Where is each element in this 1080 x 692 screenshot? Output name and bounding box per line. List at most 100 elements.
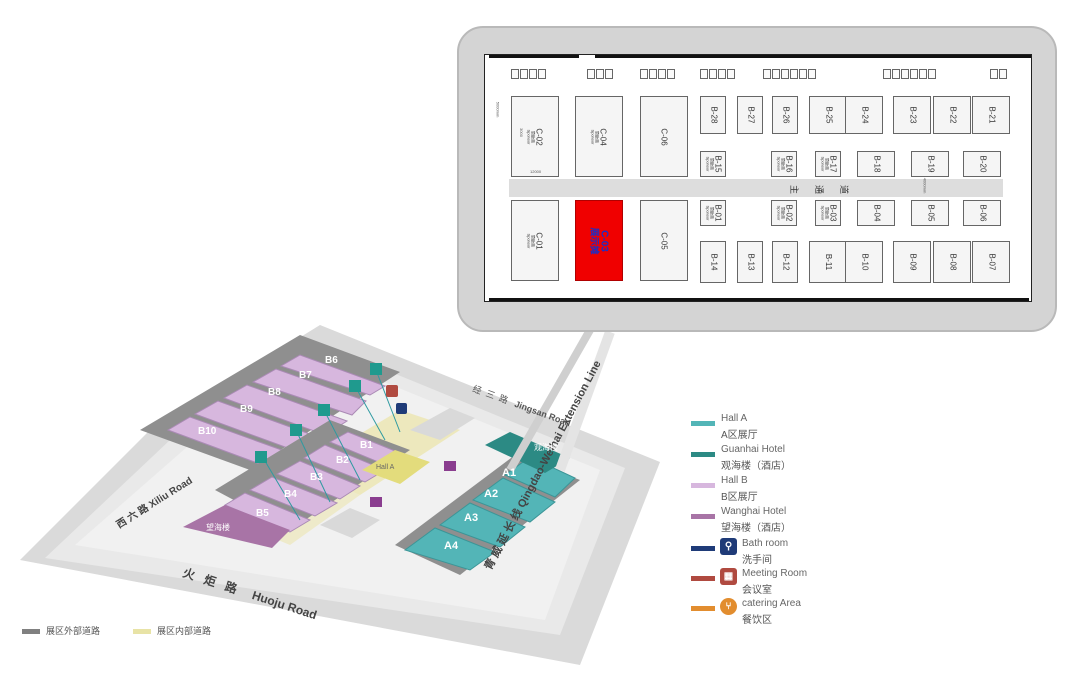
- legend-outer-road: 展区外部道路: [22, 624, 100, 636]
- legend-label-zh: B区展厅: [721, 492, 758, 503]
- legend-item: Guanhai Hotel 观海楼（酒店）: [691, 444, 831, 472]
- booth-b-05[interactable]: B-05: [911, 200, 949, 226]
- small-booth[interactable]: [901, 69, 909, 79]
- legend-label-zh: 会议室: [742, 585, 772, 596]
- legend-label-zh: 观海楼（酒店）: [721, 461, 791, 472]
- booth-b-22[interactable]: B-22: [933, 96, 971, 134]
- small-booth[interactable]: [763, 69, 771, 79]
- booth-b-26[interactable]: B-26: [772, 96, 798, 134]
- small-booth[interactable]: [649, 69, 657, 79]
- hall-b6-label: B6: [325, 355, 338, 366]
- legend-label-zh: 望海楼（酒店）: [721, 523, 791, 534]
- hall-b4-label: B4: [284, 489, 297, 500]
- hall-b9-label: B9: [240, 404, 253, 415]
- booth-b-25[interactable]: B-25: [809, 96, 847, 134]
- booth-b-28[interactable]: B-28: [700, 96, 726, 134]
- legend-label-en: Hall B: [721, 475, 748, 486]
- hall-b7-label: B7: [299, 370, 312, 381]
- booth-b-12[interactable]: B-12: [772, 241, 798, 283]
- booth-b-04[interactable]: B-04: [857, 200, 895, 226]
- booth-b-27[interactable]: B-27: [737, 96, 763, 134]
- parking-signs: [255, 363, 382, 463]
- small-booth[interactable]: [808, 69, 816, 79]
- small-booth[interactable]: [718, 69, 726, 79]
- hall-b5-label: B5: [256, 508, 269, 519]
- small-booth[interactable]: [587, 69, 595, 79]
- legend-swatch: [691, 421, 715, 426]
- legend-swatch: [691, 576, 715, 581]
- small-booth[interactable]: [910, 69, 918, 79]
- legend-label-en: catering Area: [742, 598, 801, 609]
- booth-b-07[interactable]: B-07: [972, 241, 1010, 283]
- booth-c05[interactable]: C-05: [640, 200, 688, 281]
- booth-c06[interactable]: C-06: [640, 96, 688, 177]
- small-booth[interactable]: [772, 69, 780, 79]
- small-booth[interactable]: [928, 69, 936, 79]
- small-booth[interactable]: [883, 69, 891, 79]
- small-booth[interactable]: [596, 69, 604, 79]
- aisle-char: 道: [839, 184, 850, 195]
- legend-label-zh: A区展厅: [721, 430, 758, 441]
- callout-line: [555, 330, 615, 472]
- outer-road-swatch: [22, 629, 40, 635]
- small-booth[interactable]: [640, 69, 648, 79]
- wanghai-label: 望海楼: [206, 523, 230, 532]
- small-booth[interactable]: [790, 69, 798, 79]
- small-booth[interactable]: [529, 69, 537, 79]
- dim-label: 12000: [530, 169, 542, 174]
- small-booth[interactable]: [781, 69, 789, 79]
- booth-b-14[interactable]: B-14: [700, 241, 726, 283]
- small-booth[interactable]: [999, 69, 1007, 79]
- small-booth[interactable]: [538, 69, 546, 79]
- restroom-icon: ⚲: [720, 538, 737, 555]
- booth-b-23[interactable]: B-23: [893, 96, 931, 134]
- small-booth[interactable]: [605, 69, 613, 79]
- booth-b-08[interactable]: B-08: [933, 241, 971, 283]
- booth-b-18[interactable]: B-18: [857, 151, 895, 177]
- hall-b10-label: B10: [198, 426, 217, 437]
- small-booth[interactable]: [799, 69, 807, 79]
- small-booth[interactable]: [658, 69, 666, 79]
- small-booth[interactable]: [700, 69, 708, 79]
- booth-b-09[interactable]: B-09: [893, 241, 931, 283]
- small-booth[interactable]: [511, 69, 519, 79]
- small-booth[interactable]: [667, 69, 675, 79]
- dim-label: 3000: [518, 128, 524, 137]
- booth-b-21[interactable]: B-21: [972, 96, 1010, 134]
- small-booth[interactable]: [520, 69, 528, 79]
- small-booth[interactable]: [892, 69, 900, 79]
- booth-b-11[interactable]: B-11: [809, 241, 847, 283]
- small-booth[interactable]: [919, 69, 927, 79]
- booth-b-24[interactable]: B-24: [845, 96, 883, 134]
- hall-b8-label: B8: [268, 387, 281, 398]
- booth-b-10[interactable]: B-10: [845, 241, 883, 283]
- booth-b-06[interactable]: B-06: [963, 200, 1001, 226]
- hotel-marker: [444, 461, 456, 471]
- small-booth[interactable]: [990, 69, 998, 79]
- booth-b-19[interactable]: B-19: [911, 151, 949, 177]
- hall-b1-label: B1: [360, 440, 373, 451]
- booth-b-13[interactable]: B-13: [737, 241, 763, 283]
- small-booth[interactable]: [727, 69, 735, 79]
- meeting-room-marker: [386, 385, 398, 397]
- meeting-icon: ▦: [720, 568, 737, 585]
- booth-b-20[interactable]: B-20: [963, 151, 1001, 177]
- legend-label-en: Guanhai Hotel: [721, 444, 785, 455]
- legend-swatch: [691, 546, 715, 551]
- legend-item: Hall B B区展厅: [691, 475, 831, 503]
- small-booth[interactable]: [709, 69, 717, 79]
